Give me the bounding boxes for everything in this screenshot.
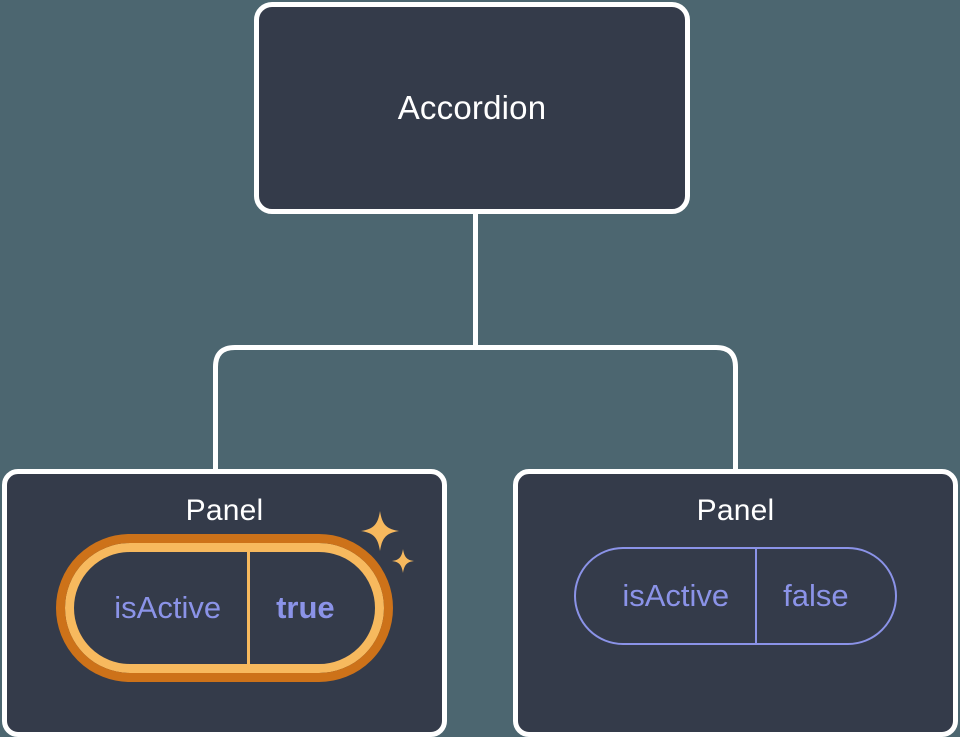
prop-key-inactive: isActive <box>622 578 730 613</box>
prop-value-active: true <box>247 552 375 664</box>
node-panel-inactive-title: Panel <box>696 494 775 527</box>
prop-pill-inactive[interactable]: isActive false <box>574 547 897 645</box>
node-accordion[interactable]: Accordion <box>254 2 690 214</box>
node-accordion-title: Accordion <box>397 88 547 126</box>
connector-branch <box>213 345 738 470</box>
prop-key-active: isActive <box>114 590 222 625</box>
node-panel-active-title: Panel <box>185 494 264 527</box>
prop-pill-inactive-wrap: isActive false <box>574 547 897 645</box>
node-panel-active[interactable]: Panel isActive true <box>2 469 447 737</box>
prop-value-inactive: false <box>755 549 894 643</box>
prop-pill-active[interactable]: isActive true <box>56 534 393 682</box>
prop-pill-active-wrap: isActive true <box>56 511 414 682</box>
node-panel-inactive[interactable]: Panel isActive false <box>513 469 958 737</box>
